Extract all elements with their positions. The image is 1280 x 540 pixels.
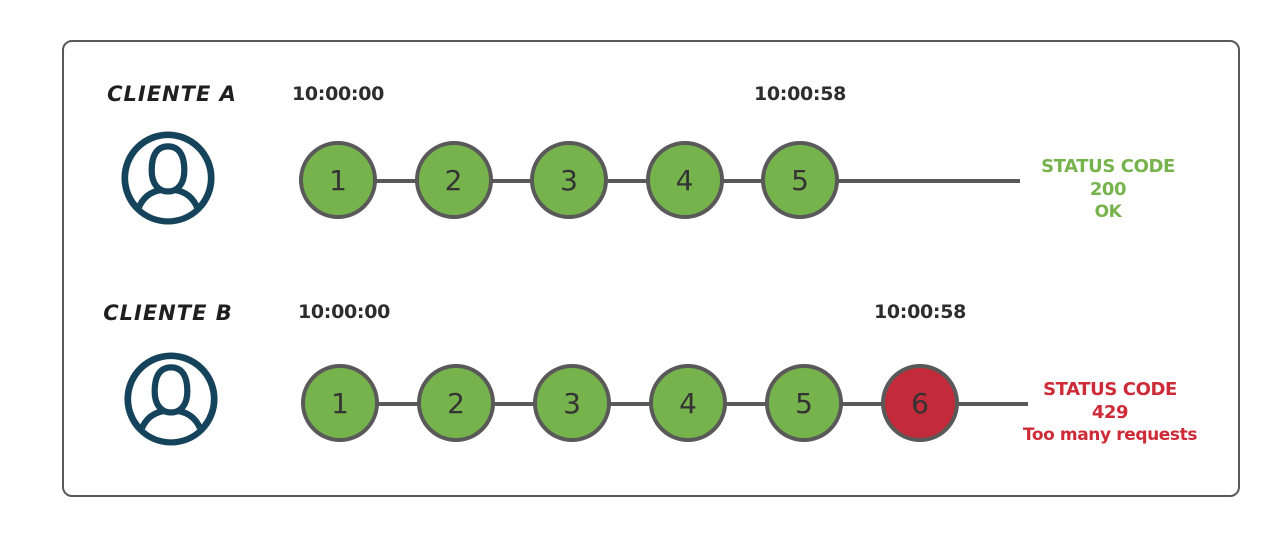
row-a-start-time: 10:00:00: [291, 83, 385, 105]
request-circle-1: 1: [301, 364, 379, 442]
request-circle-3: 3: [530, 141, 608, 219]
request-circle-4: 4: [649, 364, 727, 442]
user-icon: [120, 130, 216, 230]
status-code-200-text: STATUS CODE 200: [1041, 156, 1175, 200]
row-a-end-time: 10:00:58: [753, 83, 847, 105]
client-a-label: CLIENTE A: [107, 82, 237, 106]
status-code-429-text: STATUS CODE 429: [1043, 379, 1177, 423]
request-circle-5: 5: [765, 364, 843, 442]
row-a-status: STATUS CODE 200 OK: [1020, 155, 1196, 224]
row-b-status: STATUS CODE 429 Too many requests: [1022, 378, 1198, 447]
request-circle-2: 2: [417, 364, 495, 442]
status-ok-text: OK: [1094, 202, 1122, 222]
request-circle-5: 5: [761, 141, 839, 219]
row-b-end-time: 10:00:58: [873, 301, 967, 323]
request-circle-3: 3: [533, 364, 611, 442]
request-circle-4: 4: [645, 141, 724, 219]
diagram-frame: [62, 40, 1240, 497]
client-b-label: CLIENTE B: [103, 301, 233, 325]
request-circle-6: 6: [881, 364, 959, 442]
request-circle-2: 2: [414, 141, 493, 219]
user-icon: [123, 351, 219, 451]
row-b-start-time: 10:00:00: [297, 301, 391, 323]
too-many-requests-text: Too many requests: [1022, 425, 1198, 445]
request-circle-1: 1: [299, 141, 377, 219]
